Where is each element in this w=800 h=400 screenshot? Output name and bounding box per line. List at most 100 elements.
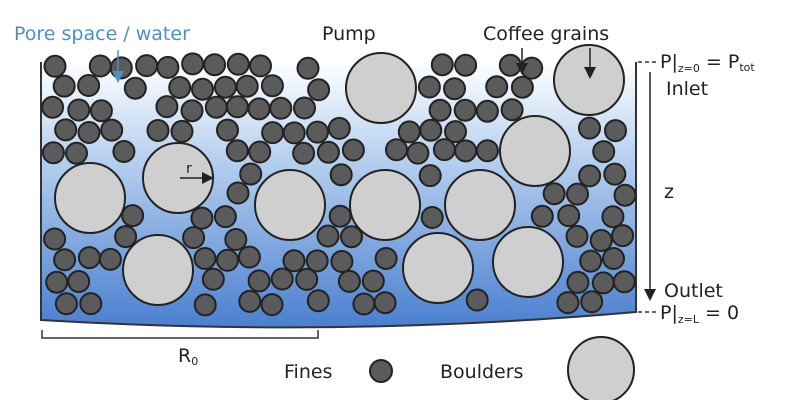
boulder <box>254 169 326 241</box>
fine-particle <box>216 248 239 272</box>
fine-particle <box>520 56 544 80</box>
fine-particle <box>260 293 284 317</box>
fine-particle <box>580 290 604 314</box>
z-axis-label: z <box>664 181 674 203</box>
fine-particle <box>340 225 363 249</box>
fine-particle <box>260 74 284 98</box>
fine-particle <box>112 140 136 163</box>
fine-particle <box>579 249 603 273</box>
pore-space-label: Pore space / water <box>14 23 190 45</box>
fine-particle <box>604 119 627 143</box>
r0-label: R0 <box>178 345 198 368</box>
fine-particle <box>589 229 613 252</box>
fine-particle <box>270 267 294 291</box>
fine-particle <box>465 288 489 312</box>
boulder <box>349 169 421 241</box>
fine-particle <box>261 121 285 145</box>
fine-particle <box>307 78 331 102</box>
fines-layer <box>41 52 637 317</box>
fine-particle <box>213 205 237 229</box>
fine-particle <box>201 267 225 291</box>
fine-particle <box>601 205 625 229</box>
fine-particle <box>109 56 133 80</box>
fine-particle <box>330 250 354 273</box>
fine-particle <box>224 228 248 251</box>
fine-particle <box>397 120 421 144</box>
fine-particle <box>374 247 398 270</box>
fine-particle <box>306 120 329 144</box>
fine-particle <box>54 118 78 142</box>
fine-particle <box>498 53 522 77</box>
fine-particle <box>114 225 138 249</box>
fine-particle <box>306 289 330 313</box>
fine-particle <box>485 75 509 99</box>
boulder <box>122 234 194 306</box>
fine-particle <box>45 270 69 294</box>
fine-particle <box>418 164 442 188</box>
fine-particle <box>88 54 112 78</box>
fine-particle <box>352 292 376 316</box>
fine-particle <box>213 75 237 99</box>
boulder <box>492 226 564 298</box>
fine-particle <box>293 96 316 120</box>
fine-particle <box>592 140 616 164</box>
outlet-pressure: P|z=L = 0 <box>660 302 739 326</box>
fine-particle <box>444 120 467 144</box>
fine-particle <box>500 98 524 122</box>
fine-particle <box>225 95 249 119</box>
fine-particle <box>566 270 590 294</box>
fine-particle <box>327 116 351 140</box>
fine-particle <box>420 206 444 229</box>
fine-particle <box>316 224 340 248</box>
fine-particle <box>373 291 397 315</box>
fine-particle <box>578 116 601 140</box>
fine-particle <box>238 289 262 313</box>
fine-particle <box>67 270 91 293</box>
fine-particle <box>578 164 602 188</box>
fine-particle <box>361 269 385 293</box>
fine-particle <box>602 247 625 270</box>
fine-particle <box>65 141 88 165</box>
fine-particle <box>135 54 159 78</box>
fine-particle <box>203 53 227 77</box>
fine-particle <box>475 99 499 123</box>
fine-particle <box>282 249 306 273</box>
fine-particle <box>53 248 77 272</box>
fine-particle <box>100 118 124 142</box>
fine-particle <box>239 162 263 186</box>
boulder <box>54 162 126 234</box>
boulder <box>499 115 571 187</box>
fine-particle <box>77 74 101 97</box>
fine-particle <box>603 162 627 186</box>
fine-particle <box>337 269 361 293</box>
fine-particle <box>385 138 408 162</box>
fine-particle <box>180 99 204 123</box>
fine-particle <box>77 246 101 270</box>
fine-particle <box>43 227 67 251</box>
fine-particle <box>156 55 180 79</box>
fine-particle <box>79 292 103 316</box>
fine-particle <box>612 270 636 294</box>
fine-particle <box>121 204 145 228</box>
fine-particle <box>181 52 205 76</box>
fine-particle <box>77 121 101 144</box>
fine-particle <box>52 74 76 98</box>
fine-particle <box>454 139 478 163</box>
fine-particle <box>226 52 250 76</box>
container-wall <box>40 62 637 329</box>
fine-particle <box>295 267 319 291</box>
fine-particle <box>170 119 194 143</box>
fine-particle <box>613 183 637 207</box>
boulder <box>444 169 516 241</box>
fine-particle <box>475 139 499 163</box>
fine-particle <box>247 269 271 293</box>
fine-particle <box>292 141 316 165</box>
fine-particle <box>417 75 441 99</box>
fine-particle <box>225 139 249 163</box>
legend-fines-icon <box>369 359 393 383</box>
fine-particle <box>191 77 214 101</box>
fine-particle <box>43 54 67 78</box>
fine-particle <box>182 226 206 250</box>
fine-particle <box>296 56 320 80</box>
